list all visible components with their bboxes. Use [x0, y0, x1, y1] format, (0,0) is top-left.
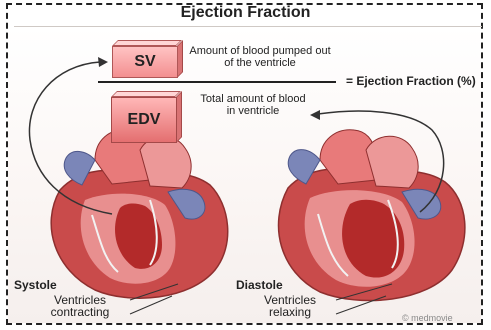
- sv-box: SV: [112, 46, 178, 78]
- systole-label: Systole: [14, 278, 57, 292]
- sv-description: Amount of blood pumped out of the ventri…: [188, 45, 332, 69]
- diastole-caption: Ventricles relaxing: [244, 294, 336, 318]
- edv-description: Total amount of blood in ventricle: [197, 93, 309, 117]
- ejection-fraction-result: = Ejection Fraction (%): [346, 74, 476, 88]
- fraction-bar: [98, 81, 336, 83]
- diastole-label: Diastole: [236, 278, 283, 292]
- systole-heart: [51, 130, 228, 298]
- credit-watermark: © medmovie: [402, 313, 453, 323]
- diastole-heart: [278, 130, 464, 301]
- systole-caption: Ventricles contracting: [30, 294, 130, 318]
- edv-box: EDV: [111, 97, 177, 143]
